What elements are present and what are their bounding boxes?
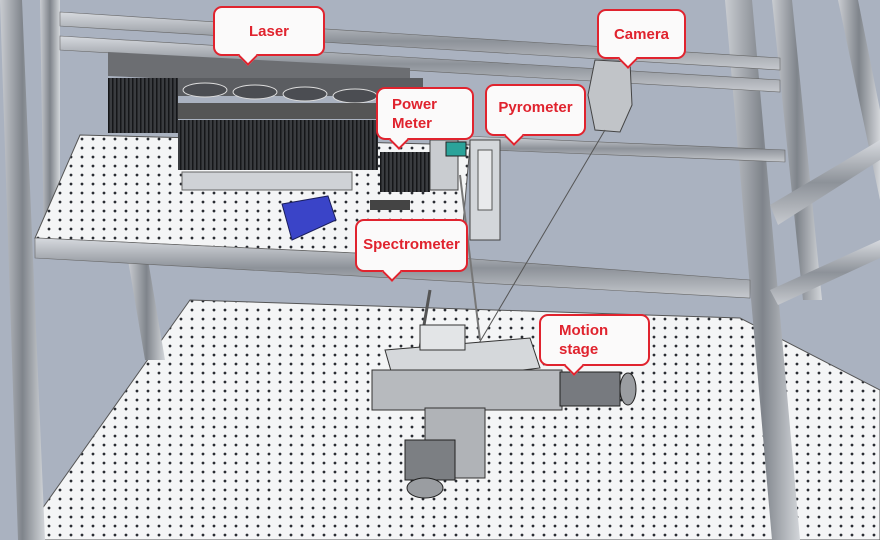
laser-unit [108,52,423,191]
label-spectrometer: Spectrometer [363,236,460,253]
camera-device [474,59,633,351]
label-motion-stage: Motion stage [559,322,609,358]
motion-stage-device [371,324,637,499]
label-pyrometer: Pyrometer [498,99,573,116]
callout-pyrometer: Pyrometer [485,84,586,136]
label-camera: Camera [613,25,670,43]
callout-power-meter: Power Meter [376,87,474,140]
label-laser: Laser [248,22,290,40]
label-power-meter: Power Meter [392,95,438,132]
pyrometer-device [459,139,501,341]
callout-camera: Camera [597,9,686,59]
callout-motion-stage: Motion stage [539,314,650,366]
callout-laser: Laser [213,6,325,56]
callout-spectrometer: Spectrometer [355,219,468,272]
power-meter-device [380,139,467,192]
